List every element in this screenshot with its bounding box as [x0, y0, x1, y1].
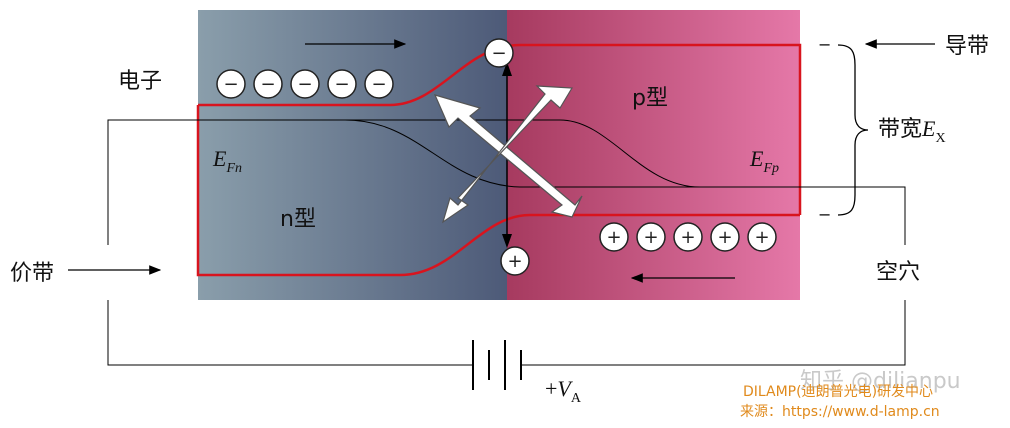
junction-arrow-down [502, 234, 512, 248]
hole-circle [636, 222, 666, 252]
hole-sign: + [754, 227, 769, 248]
electron-sign: − [334, 74, 349, 95]
hole-sign: + [680, 227, 695, 248]
electron-sign: − [297, 74, 312, 95]
p-region [507, 10, 800, 300]
efn-label: EFn [212, 146, 242, 176]
circuit-wire-right [521, 300, 906, 366]
p-type-label: p型 [632, 86, 668, 111]
electron-circle [364, 69, 394, 99]
battery-symbol [472, 340, 522, 390]
conduction-band-line [198, 43, 802, 215]
electron-circle [327, 69, 357, 99]
dilamp-watermark: DILAMP(迪朗普光电)研发中心 [743, 384, 933, 400]
hole-circle [710, 222, 740, 252]
electron-circle [216, 69, 246, 99]
zhihu-watermark: 知乎 @dilianpu [800, 369, 961, 394]
electron-sign: − [371, 74, 386, 95]
circuit-wire-left [107, 300, 473, 366]
junction-hole-sign: + [507, 251, 522, 272]
band-gap-label: 带宽EX [878, 116, 946, 146]
source-watermark: 来源：https://www.d-lamp.cn [740, 404, 940, 420]
junction-hole [500, 246, 530, 276]
junction-electron [484, 38, 514, 68]
electron-circle [253, 69, 283, 99]
conduction-band-label: 导带 [945, 34, 989, 59]
hole-sign: + [643, 227, 658, 248]
hole-sign: + [717, 227, 732, 248]
electron-row: − − − − − [216, 69, 394, 99]
hole-label: 空穴 [876, 260, 920, 285]
hole-circle [747, 222, 777, 252]
fermi-level-p [345, 119, 701, 188]
n-type-label: n型 [280, 207, 316, 232]
minus-bottom-right: − [818, 205, 831, 224]
hole-sign: + [606, 227, 621, 248]
electron-label: 电子 [118, 69, 162, 94]
recombination-arrows [433, 85, 583, 224]
hole-circle [599, 222, 629, 252]
valence-band-label: 价带 [10, 261, 54, 286]
efp-label: EFp [749, 146, 779, 176]
junction-arrow-up [502, 62, 512, 76]
valence-band-line [196, 105, 800, 277]
electron-sign: − [223, 74, 238, 95]
band-gap-brace [837, 44, 869, 216]
hole-row: + + + + + [599, 222, 777, 252]
voltage-label: +VA [545, 376, 582, 406]
electron-sign: − [260, 74, 275, 95]
n-region [198, 10, 507, 300]
minus-top-right: − [818, 35, 831, 54]
electron-circle [290, 69, 320, 99]
junction-electron-sign: − [491, 43, 506, 64]
hole-circle [673, 222, 703, 252]
